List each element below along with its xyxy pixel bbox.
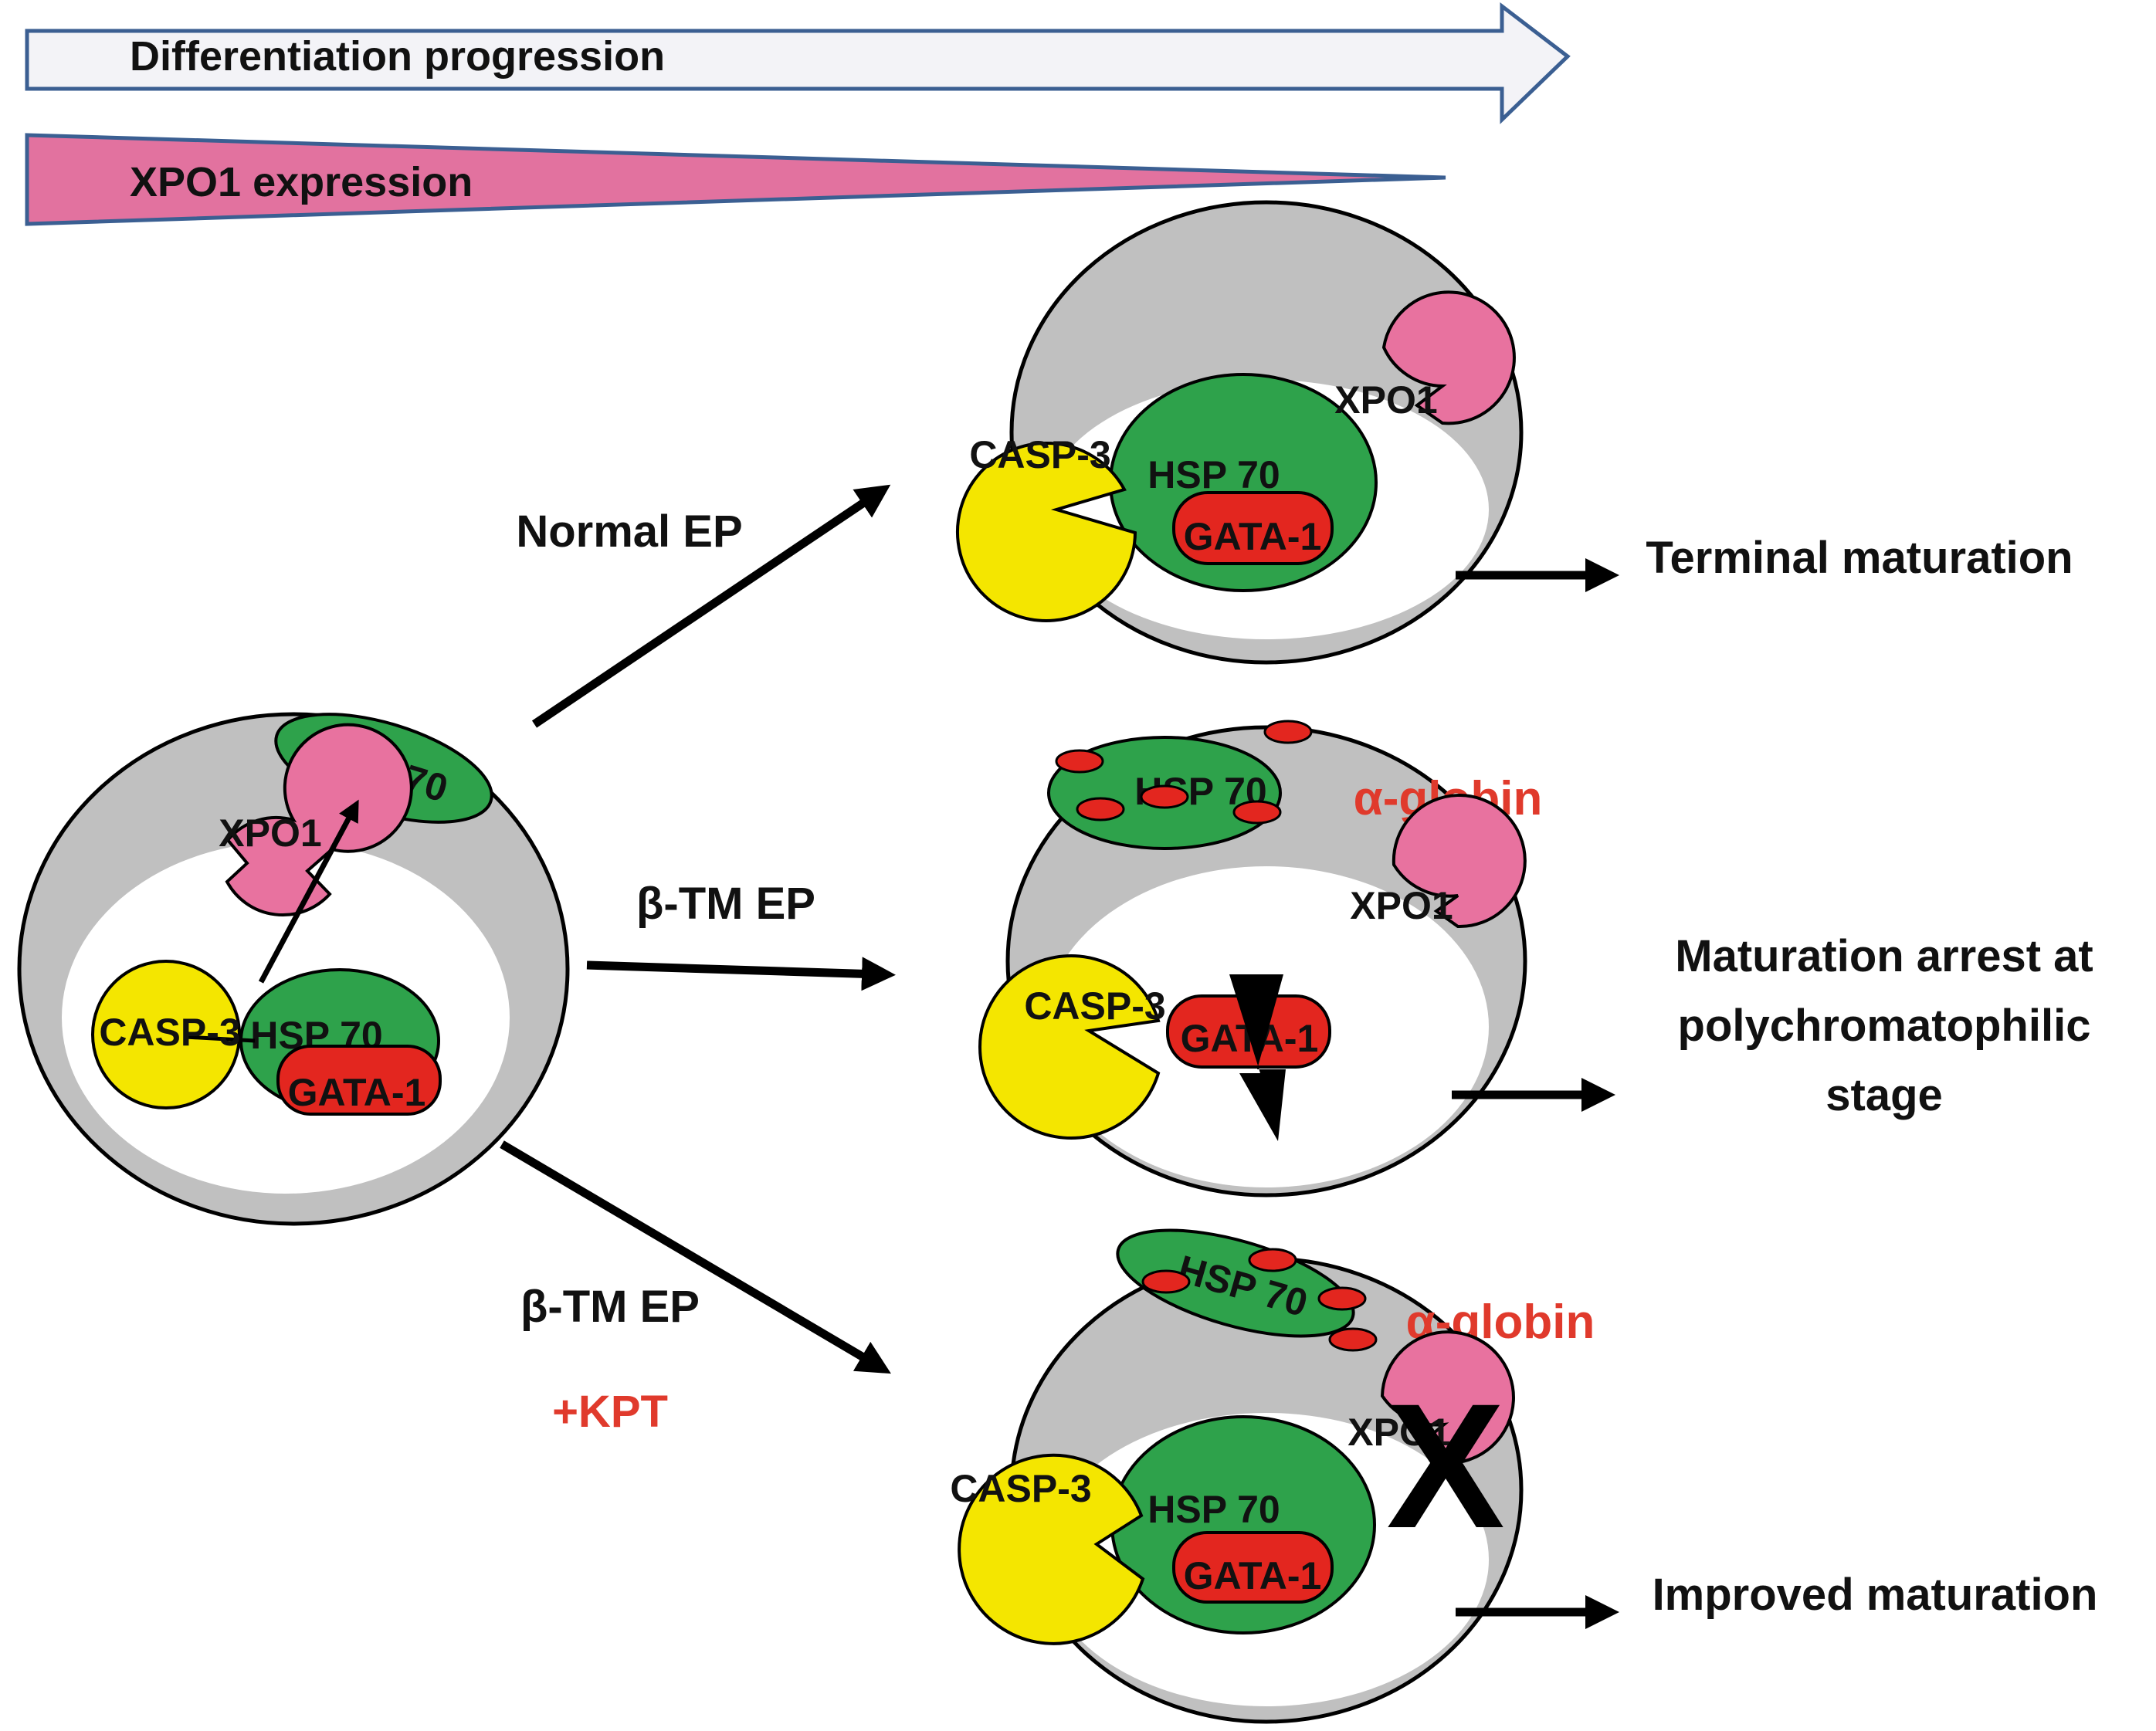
pathway-arrows — [500, 484, 896, 1374]
btm-outcome-line1: Maturation arrest at — [1675, 931, 2093, 981]
btm-globin-dot — [1076, 797, 1125, 821]
normal-ep-label: Normal EP — [516, 506, 742, 557]
kpt-cell: HSP 70 α-globin XPO1 X HSP 70 GATA-1 CAS… — [950, 1228, 1595, 1724]
btm-cell: HSP 70 α-globin XPO1 GATA-1 CASP-3 — [978, 720, 1542, 1197]
source-casp3-label: CASP-3 — [99, 1011, 240, 1054]
kpt-hsp70-nuclear-label: HSP 70 — [1147, 1488, 1280, 1531]
btm-lightning-icon — [1229, 974, 1286, 1141]
differentiation-label: Differentiation progression — [130, 33, 665, 80]
differentiation-progression-arrow: Differentiation progression — [25, 2, 1571, 124]
btm-outcome-line3: stage — [1825, 1070, 1943, 1120]
normal-casp3: CASP-3 — [956, 433, 1137, 622]
kpt-btm-ep-label: β-TM EP — [520, 1282, 700, 1332]
btm-xpo1-label: XPO1 — [1350, 884, 1453, 927]
kpt-block-mark-icon: X — [1386, 1367, 1504, 1565]
kpt-treatment-label: +KPT — [552, 1387, 668, 1437]
source-casp3: CASP-3 — [91, 960, 256, 1109]
kpt-xpo1: XPO1 — [1348, 1330, 1515, 1465]
normal-gata1-label: GATA-1 — [1184, 515, 1322, 558]
normal-xpo1: XPO1 — [1334, 290, 1516, 425]
btm-globin-dot — [1232, 800, 1282, 825]
kpt-casp3-label: CASP-3 — [950, 1467, 1091, 1510]
xpo1-expression-wedge: XPO1 expression — [25, 133, 1446, 226]
btm-hsp70: HSP 70 — [1047, 720, 1313, 850]
source-gata1-label: GATA-1 — [288, 1071, 426, 1114]
btm-casp3-label: CASP-3 — [1024, 984, 1165, 1028]
normal-gata1: GATA-1 — [1172, 491, 1334, 565]
source-cell: HSP 70 XPO1 HSP 70 GATA-1 CASP-3 — [17, 712, 570, 1226]
kpt-globin-dot — [1141, 1269, 1191, 1294]
normal-pathway-arrow — [531, 484, 891, 728]
btm-globin-dot — [1140, 784, 1189, 809]
kpt-globin-dot — [1328, 1327, 1378, 1352]
kpt-globin-dot — [1317, 1286, 1367, 1311]
btm-ep-label: β-TM EP — [636, 879, 815, 929]
normal-xpo1-label: XPO1 — [1334, 378, 1437, 422]
btm-outcome-line2: polychromatophilic — [1678, 1001, 2091, 1051]
xpo1-expression-label: XPO1 expression — [130, 159, 473, 205]
source-translocation-arrow — [258, 799, 359, 984]
kpt-outcome-label: Improved maturation — [1653, 1570, 2098, 1620]
normal-casp3-label: CASP-3 — [969, 433, 1110, 476]
kpt-globin-dot — [1248, 1248, 1297, 1272]
normal-hsp70-label: HSP 70 — [1147, 453, 1280, 496]
kpt-gata1: GATA-1 — [1172, 1531, 1334, 1604]
kpt-gata1-label: GATA-1 — [1184, 1554, 1322, 1597]
normal-outcome-label: Terminal maturation — [1646, 533, 2073, 583]
btm-xpo1: XPO1 — [1350, 794, 1527, 929]
btm-globin-dot — [1263, 720, 1313, 744]
kpt-xpo1-label: XPO1 — [1348, 1411, 1450, 1454]
kpt-hsp70: HSP 70 — [1116, 1228, 1378, 1352]
btm-pathway-arrow — [586, 957, 896, 991]
normal-cell: HSP 70 GATA-1 CASP-3 XPO1 — [956, 200, 1524, 665]
btm-globin-dot — [1055, 749, 1104, 774]
source-gata1: GATA-1 — [276, 1045, 442, 1116]
kpt-pathway-arrow — [500, 1140, 891, 1374]
kpt-casp3: CASP-3 — [950, 1453, 1145, 1645]
btm-casp3: CASP-3 — [978, 954, 1166, 1140]
source-xpo1-label: XPO1 — [219, 811, 321, 855]
source-xpo1: XPO1 — [219, 723, 413, 917]
